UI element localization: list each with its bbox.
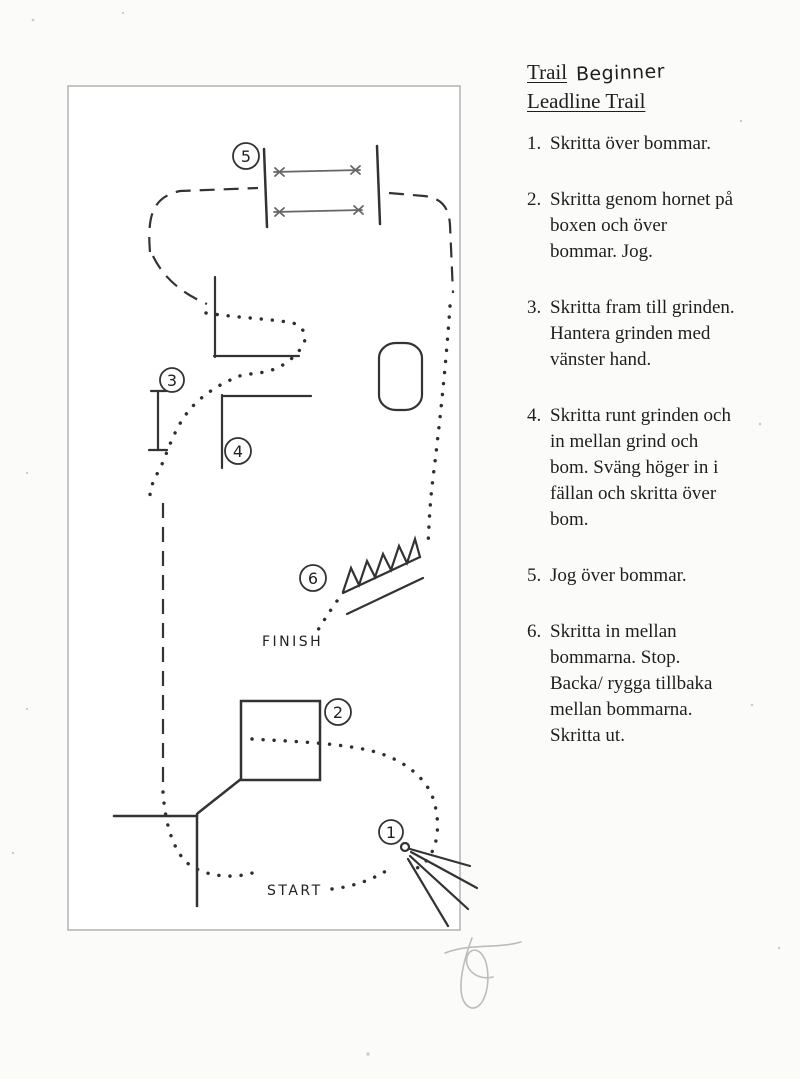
dashed-course-path [148,186,455,783]
subtitle-text: Leadline Trail [527,89,646,113]
marker-6: 6 [299,564,327,592]
instruction-text: Skritta genom hornet på boxen och över b… [550,189,734,262]
instruction-item-3: 3. Skritta fram till grinden. Hantera gr… [527,295,777,373]
instruction-item-5: 5. Jog över bommar. [527,563,777,589]
bottom-gate [112,777,243,908]
pole-top [273,169,361,173]
zigzag-base [341,555,422,595]
square-obstacle [239,699,322,782]
dotted-right-side [426,304,452,548]
instruction-number: 4. [527,405,542,426]
pole-standard-right [375,144,382,226]
instruction-text: Skritta över bommar. [550,133,711,154]
dashed-entry-diagonal [152,255,208,306]
marker-1: 1 [378,819,404,845]
svg-text:3: 3 [167,371,177,390]
svg-text:6: 6 [308,569,318,588]
marker-5: 5 [232,142,260,170]
start-cone [399,841,411,853]
arena-border [67,85,461,931]
arena-border-rect [67,85,461,931]
dotted-square-arc [250,737,440,870]
poles-obstacle [262,144,382,229]
instruction-item-4: 4. Skritta runt grinden och in mellan gr… [527,403,777,533]
svg-text:5: 5 [241,147,251,166]
title-level: Beginner [575,60,666,86]
instruction-number: 3. [527,297,542,318]
instruction-text: Skritta runt grinden och in mellan grind… [550,405,731,530]
pole-bottom [273,209,363,213]
dotted-trail-path [148,304,452,891]
instruction-item-6: 6. Skritta in mellan bommarna. Stop. Bac… [527,619,777,749]
marker-2: 2 [324,698,352,726]
start-fan [399,841,479,928]
svg-text:4: 4 [233,442,243,461]
corner-obstacle [212,275,313,470]
pole-x-marks [274,165,364,217]
dashed-top-boundary [148,186,259,253]
dotted-corridor-trail [148,311,307,497]
instruction-number: 5. [527,565,542,586]
instructions-list: 1. Skritta över bommar. 2. Skritta genom… [527,131,777,749]
document-title: Trail Beginner [527,58,777,87]
svg-text:1: 1 [386,823,396,842]
signature [444,937,522,1009]
finish-label: FINISH [262,634,323,650]
instruction-text: Jog över bommar. [550,565,687,586]
pole-standard-left [262,147,269,229]
instruction-item-1: 1. Skritta över bommar. [527,131,777,157]
instruction-item-2: 2. Skritta genom hornet på boxen och öve… [527,187,777,265]
zigzag-teeth [341,535,422,594]
marker-3: 3 [159,367,185,393]
title-course-type: Trail [527,60,568,84]
instruction-number: 2. [527,189,542,210]
svg-text:2: 2 [333,703,343,722]
scan-specks [11,11,781,1056]
dotted-start-line [330,867,391,891]
zigzag-obstacle [341,535,425,616]
instruction-number: 1. [527,133,542,154]
start-label: START [267,883,323,899]
marker-4: 4 [224,437,252,465]
dotted-finish-approach [316,599,339,632]
instruction-text: Skritta fram till grinden. Hantera grind… [550,297,735,370]
instruction-text: Skritta in mellan bommarna. Stop. Backa/… [550,621,713,746]
instruction-number: 6. [527,621,542,642]
instructions-column: Trail Beginner Leadline Trail 1. Skritta … [527,58,777,779]
dashed-right-boundary [388,191,455,294]
grind-box [377,341,424,412]
zigzag-lower-rail [345,576,425,616]
gate-flag [147,389,169,452]
document-subtitle: Leadline Trail [527,87,777,115]
